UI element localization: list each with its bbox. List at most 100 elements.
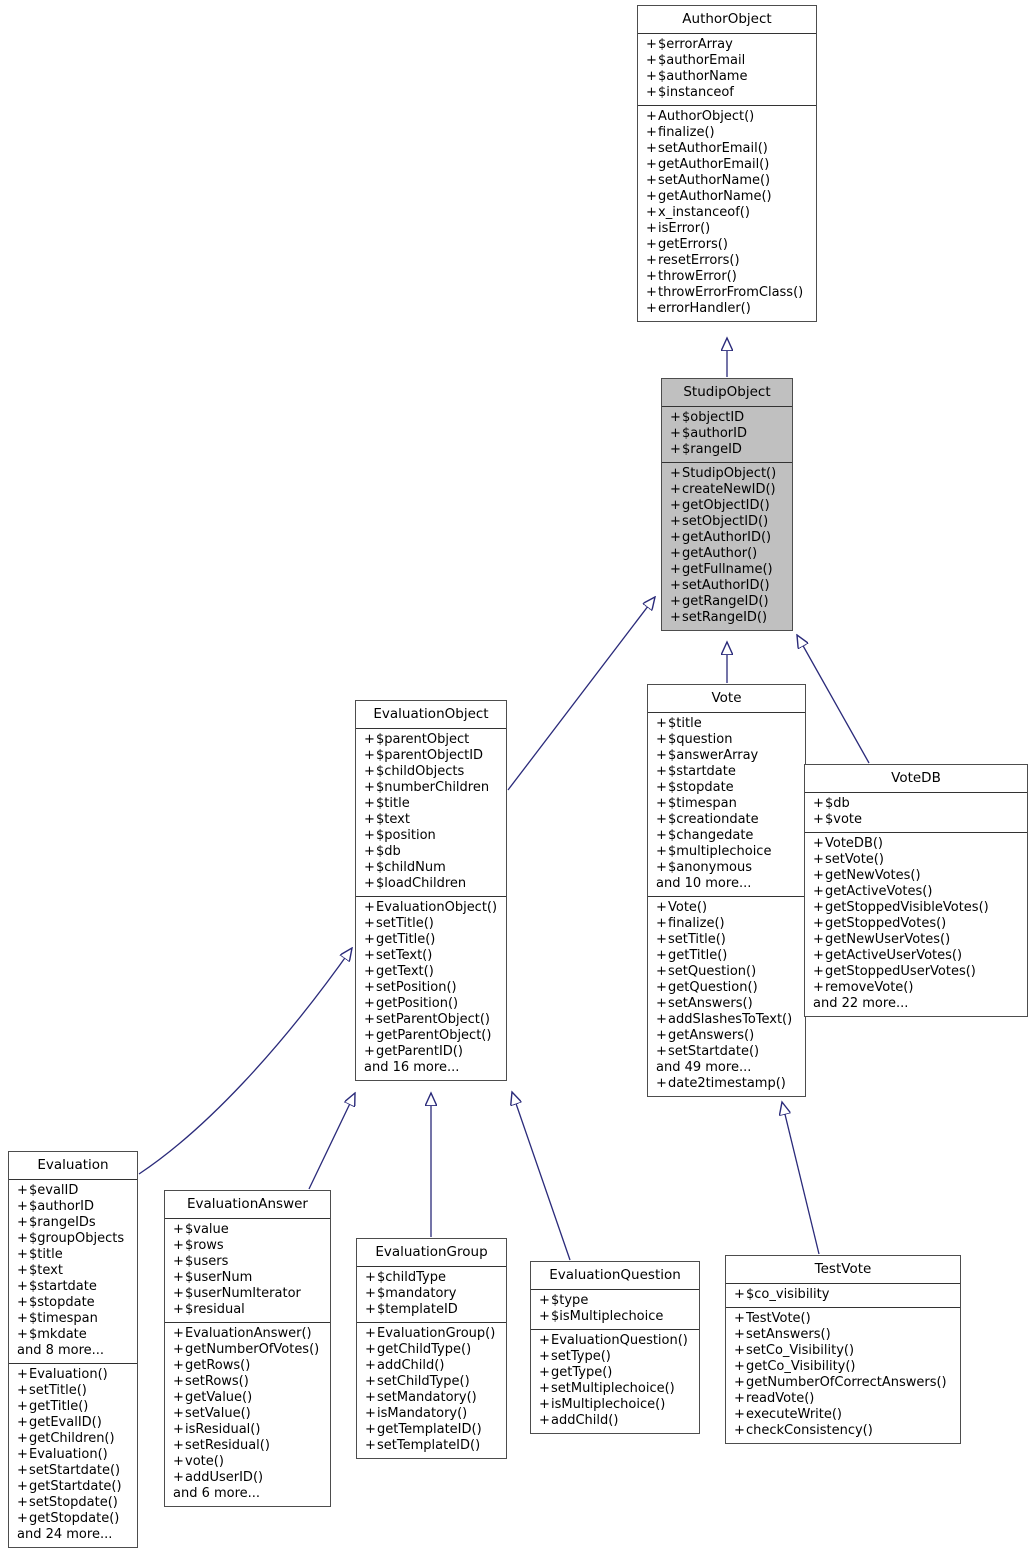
- visibility-marker: +: [656, 948, 667, 963]
- member-row: +setStartdate(): [17, 1463, 131, 1479]
- member-row: +executeWrite(): [734, 1407, 954, 1423]
- member-row: +getAuthorEmail(): [646, 157, 810, 173]
- member-row: +setType(): [539, 1349, 693, 1365]
- member-row: +$userNum: [173, 1270, 324, 1286]
- class-operations: +EvaluationAnswer()+getNumberOfVotes()+g…: [165, 1323, 330, 1506]
- visibility-marker: +: [364, 964, 375, 979]
- member-label: setResidual(): [185, 1438, 270, 1453]
- member-label: $answerArray: [668, 748, 759, 763]
- member-row: +addChild(): [539, 1413, 693, 1429]
- member-label: $isMultiplechoice: [551, 1309, 664, 1324]
- visibility-marker: +: [365, 1342, 376, 1357]
- uml-class-evaluationquestion[interactable]: EvaluationQuestion+$type+$isMultiplechoi…: [530, 1261, 700, 1434]
- member-row: +getStoppedUserVotes(): [813, 964, 1021, 980]
- visibility-marker: +: [364, 996, 375, 1011]
- visibility-marker: +: [813, 964, 824, 979]
- visibility-marker: +: [17, 1399, 28, 1414]
- visibility-marker: +: [173, 1390, 184, 1405]
- visibility-marker: +: [734, 1375, 745, 1390]
- visibility-marker: +: [646, 157, 657, 172]
- visibility-marker: +: [17, 1311, 28, 1326]
- uml-class-studipobject[interactable]: StudipObject+$objectID+$authorID+$rangeI…: [661, 378, 793, 631]
- member-label: getChildren(): [29, 1431, 115, 1446]
- member-row: +$userNumIterator: [173, 1286, 324, 1302]
- member-row: +$mkdate: [17, 1327, 131, 1343]
- class-attributes: +$childType+$mandatory+$templateID: [357, 1267, 506, 1323]
- member-row: +$db: [813, 796, 1021, 812]
- uml-class-evaluationobject[interactable]: EvaluationObject+$parentObject+$parentOb…: [355, 700, 507, 1081]
- visibility-marker: +: [365, 1390, 376, 1405]
- visibility-marker: +: [656, 900, 667, 915]
- member-label: getAuthorID(): [682, 530, 772, 545]
- visibility-marker: +: [173, 1454, 184, 1469]
- visibility-marker: +: [539, 1293, 550, 1308]
- member-row: +getAuthor(): [670, 546, 786, 562]
- member-row: +$db: [364, 844, 500, 860]
- visibility-marker: +: [173, 1270, 184, 1285]
- visibility-marker: +: [364, 1044, 375, 1059]
- uml-class-votedb[interactable]: VoteDB+$db+$vote+VoteDB()+setVote()+getN…: [804, 764, 1028, 1017]
- member-label: getNumberOfVotes(): [185, 1342, 320, 1357]
- visibility-marker: +: [17, 1383, 28, 1398]
- class-operations: +EvaluationQuestion()+setType()+getType(…: [531, 1330, 699, 1433]
- member-label: $authorID: [682, 426, 747, 441]
- visibility-marker: +: [364, 796, 375, 811]
- visibility-marker: +: [364, 860, 375, 875]
- member-label: getTitle(): [668, 948, 728, 963]
- member-label: and 8 more...: [17, 1343, 105, 1358]
- uml-class-evaluation[interactable]: Evaluation+$evalID+$authorID+$rangeIDs+$…: [8, 1151, 138, 1548]
- class-name: Vote: [648, 685, 805, 713]
- member-label: isError(): [658, 221, 711, 236]
- visibility-marker: +: [365, 1438, 376, 1453]
- member-label: $instanceof: [658, 85, 734, 100]
- member-label: $changedate: [668, 828, 754, 843]
- uml-class-evaluationgroup[interactable]: EvaluationGroup+$childType+$mandatory+$t…: [356, 1238, 507, 1459]
- class-name: VoteDB: [805, 765, 1027, 793]
- member-label: getText(): [376, 964, 434, 979]
- member-row: +$rangeIDs: [17, 1215, 131, 1231]
- visibility-marker: +: [17, 1495, 28, 1510]
- member-row: +getValue(): [173, 1390, 324, 1406]
- member-label: $groupObjects: [29, 1231, 125, 1246]
- member-label: isMultiplechoice(): [551, 1397, 666, 1412]
- member-row: +isResidual(): [173, 1422, 324, 1438]
- visibility-marker: +: [656, 732, 667, 747]
- visibility-marker: +: [17, 1215, 28, 1230]
- class-operations: +EvaluationObject()+setTitle()+getTitle(…: [356, 897, 506, 1080]
- member-label: $users: [185, 1254, 229, 1269]
- member-row: +getStoppedVotes(): [813, 916, 1021, 932]
- visibility-marker: +: [813, 868, 824, 883]
- member-label: getStoppedVotes(): [825, 916, 947, 931]
- member-more-row: and 6 more...: [173, 1486, 324, 1502]
- member-row: +setChildType(): [365, 1374, 500, 1390]
- member-row: +$startdate: [17, 1279, 131, 1295]
- member-row: +date2timestamp(): [656, 1076, 799, 1092]
- member-label: $mandatory: [377, 1286, 457, 1301]
- member-row: +getTemplateID(): [365, 1422, 500, 1438]
- member-row: +getErrors(): [646, 237, 810, 253]
- visibility-marker: +: [173, 1374, 184, 1389]
- visibility-marker: +: [173, 1358, 184, 1373]
- member-row: +addChild(): [365, 1358, 500, 1374]
- visibility-marker: +: [734, 1327, 745, 1342]
- member-label: setPosition(): [376, 980, 457, 995]
- visibility-marker: +: [734, 1359, 745, 1374]
- uml-class-testvote[interactable]: TestVote+$co_visibility+TestVote()+setAn…: [725, 1255, 961, 1444]
- uml-class-evaluationanswer[interactable]: EvaluationAnswer+$value+$rows+$users+$us…: [164, 1190, 331, 1507]
- visibility-marker: +: [656, 860, 667, 875]
- member-label: $parentObjectID: [376, 748, 484, 763]
- uml-class-vote[interactable]: Vote+$title+$question+$answerArray+$star…: [647, 684, 806, 1097]
- member-label: $db: [825, 796, 850, 811]
- class-name: AuthorObject: [638, 6, 816, 34]
- visibility-marker: +: [646, 205, 657, 220]
- member-label: throwError(): [658, 269, 737, 284]
- member-label: setTemplateID(): [377, 1438, 481, 1453]
- class-operations: +StudipObject()+createNewID()+getObjectI…: [662, 463, 792, 630]
- visibility-marker: +: [670, 546, 681, 561]
- visibility-marker: +: [734, 1391, 745, 1406]
- member-label: $type: [551, 1293, 589, 1308]
- visibility-marker: +: [364, 748, 375, 763]
- uml-class-authorobject[interactable]: AuthorObject+$errorArray+$authorEmail+$a…: [637, 5, 817, 322]
- visibility-marker: +: [670, 578, 681, 593]
- visibility-marker: +: [17, 1511, 28, 1526]
